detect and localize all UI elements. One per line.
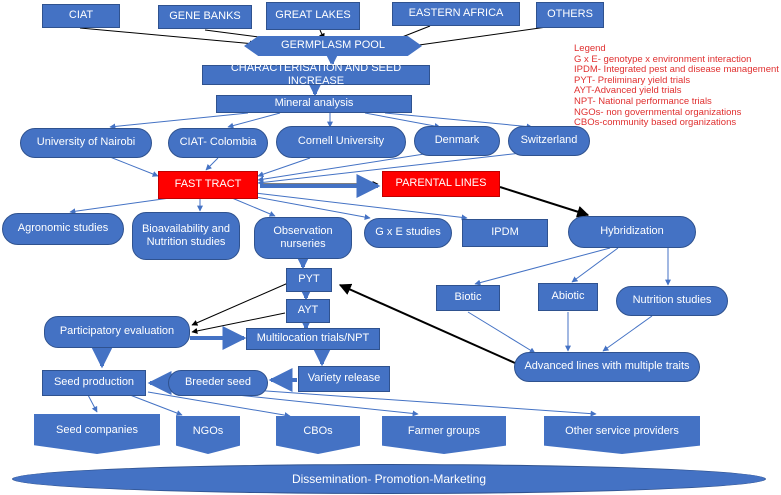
germplasm-pool: GERMPLASM POOL <box>244 36 422 56</box>
arrow-fasttract-ipdm <box>254 192 468 221</box>
arrow-cornell-fasttract <box>257 157 311 178</box>
legend-item-ngos: NGOs- non governmental organizations <box>574 106 742 118</box>
pyt: PYT <box>286 268 332 292</box>
institution-ciat-colombia: CIAT- Colombia <box>168 128 268 158</box>
arrow-pyt-participatory <box>191 279 296 326</box>
arrow-nairobi-fasttract <box>109 156 159 177</box>
characterisation-seed-increase: CHARACTERISATION AND SEED INCREASE <box>202 62 430 87</box>
arrow-hybridization-abiotic <box>571 247 619 283</box>
arrow-ciat-pool <box>79 27 256 47</box>
institution-university-nairobi: University of Nairobi <box>20 128 152 158</box>
legend-item-cbos: CBOs-community based organizations <box>574 117 737 129</box>
study-bioavailability-nutrition: Bioavailability and Nutrition studies <box>132 212 240 260</box>
arrow-seedprod-cbos <box>147 391 291 419</box>
outlet-other-service-providers: Other service providers <box>544 416 700 454</box>
arrow-ciat-fasttract <box>205 157 219 171</box>
study-agronomic: Agronomic studies <box>2 213 124 245</box>
hybridization: Hybridization <box>568 216 696 248</box>
legend-title: Legend <box>574 43 606 54</box>
legend-item-pyt: PYT- Preliminary yield trials <box>574 74 691 86</box>
breeder-seed: Breeder seed <box>168 370 268 396</box>
legend-item-gxe: G x E- genotype x environment interactio… <box>574 53 752 65</box>
arrow-mineral-switzerland <box>384 112 533 130</box>
trait-biotic: Biotic <box>436 285 500 311</box>
arrow-fasttract-agronomic <box>69 197 171 215</box>
dissemination-promotion-marketing: Dissemination- Promotion-Marketing <box>12 464 766 494</box>
advanced-lines-multiple-traits: Advanced lines with multiple traits <box>514 352 700 382</box>
parental-lines: PARENTAL LINES <box>382 171 500 197</box>
arrow-seedprod-ngos <box>129 394 183 416</box>
trait-nutrition-studies: Nutrition studies <box>616 286 728 316</box>
arrow-mineral-denmark <box>364 112 441 129</box>
source-ciat: CIAT <box>42 4 120 28</box>
arrow-mineral-ciat <box>227 112 281 129</box>
source-others: OTHERS <box>536 2 604 28</box>
arrow-nutrition-advanced <box>602 315 653 352</box>
study-observation-nurseries: Observation nurseries <box>254 217 352 259</box>
outlet-cbos: CBOs <box>276 416 360 454</box>
arrow-fasttract-observation <box>231 197 276 217</box>
legend: Legend G x E- genotype x environment int… <box>574 43 779 129</box>
outlet-ngos: NGOs <box>176 416 240 454</box>
source-gene-banks: GENE BANKS <box>158 5 252 29</box>
multilocation-trials-npt: Multilocation trials/NPT <box>246 328 380 350</box>
source-eastern-africa: EASTERN AFRICA <box>392 2 520 26</box>
institution-denmark: Denmark <box>414 126 500 156</box>
outlet-seed-companies: Seed companies <box>34 414 160 454</box>
arrow-parental-hybridization <box>499 186 590 218</box>
seed-production: Seed production <box>42 370 146 396</box>
institution-cornell-university: Cornell University <box>276 126 406 158</box>
arrow-switzerland-fasttract <box>257 151 531 186</box>
mineral-analysis: Mineral analysis <box>216 95 412 113</box>
outlet-farmer-groups: Farmer groups <box>382 416 506 454</box>
ayt: AYT <box>286 299 330 323</box>
arrow-hybridization-biotic <box>474 247 611 286</box>
arrow-biotic-advanced <box>467 311 536 354</box>
variety-release: Variety release <box>298 366 390 392</box>
participatory-evaluation: Participatory evaluation <box>44 316 190 348</box>
legend-item-ipdm: IPDM- Integrated pest and disease manage… <box>574 64 779 76</box>
institution-switzerland: Switzerland <box>508 126 590 156</box>
arrow-denmark-fasttract <box>257 149 451 183</box>
arrow-fasttract-gxe <box>244 194 371 220</box>
arrow-advanced-pyt <box>338 283 516 364</box>
source-great-lakes: GREAT LAKES <box>266 2 360 30</box>
arrow-ayt-participatory <box>191 312 286 334</box>
legend-item-ayt: AYT-Advanced yield trials <box>574 85 682 97</box>
study-gxe: G x E studies <box>364 218 452 248</box>
arrow-mineral-nairobi <box>109 112 249 130</box>
legend-item-npt: NPT- National performance trials <box>574 95 712 107</box>
arrow-seedprod-companies <box>87 394 98 413</box>
trait-abiotic: Abiotic <box>538 283 598 311</box>
fast-tract: FAST TRACT <box>158 171 258 199</box>
study-ipdm: IPDM <box>462 219 548 247</box>
